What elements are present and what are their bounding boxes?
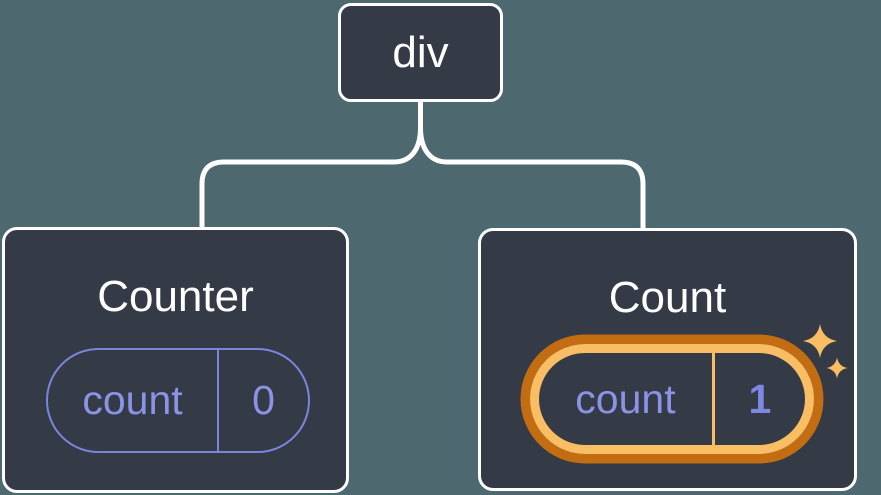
state-key-label: count (82, 377, 183, 423)
counter-component-card: Counter count 0 (2, 227, 349, 493)
count-state-pill-highlighted: count 1 (530, 344, 814, 454)
state-key-label: count (575, 375, 676, 422)
state-value-section: 1 (715, 353, 805, 445)
state-value-label: 0 (252, 377, 275, 423)
counter-card-title: Counter (97, 272, 254, 321)
state-value-section: 0 (219, 350, 308, 451)
count-component-card: Count count 1 (478, 228, 857, 491)
sparkle-star-large (803, 324, 837, 358)
state-key-section: count (48, 350, 219, 451)
connector-left-branch (199, 125, 423, 232)
state-key-section: count (539, 353, 715, 445)
sparkles-icon (803, 324, 848, 379)
count-card-title: Count (608, 273, 727, 322)
root-node-label: div (392, 27, 449, 77)
sparkle-star-small (826, 357, 848, 379)
counter-state-pill: count 0 (46, 348, 310, 453)
root-node-div: div (338, 3, 503, 102)
state-value-label: 1 (748, 375, 772, 422)
connector-right-branch (418, 125, 646, 232)
